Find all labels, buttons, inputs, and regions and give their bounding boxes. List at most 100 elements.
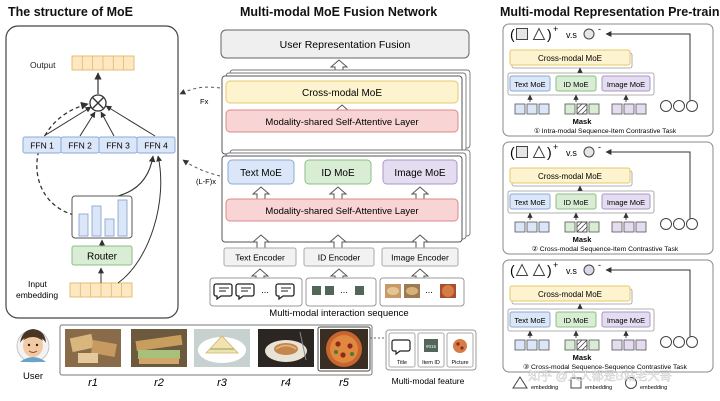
sequence-label: Multi-modal interaction sequence xyxy=(269,308,408,319)
vs-label: v.s xyxy=(566,266,577,276)
item-label-r2: r2 xyxy=(154,377,164,389)
plus-sign: + xyxy=(553,24,558,34)
sequence-token xyxy=(635,339,647,351)
item-embedding-circle xyxy=(673,100,685,112)
loop-arrow xyxy=(605,267,691,342)
fx-label: Fx xyxy=(200,97,209,106)
feature-title-card: Title xyxy=(388,332,416,368)
moe-panel xyxy=(5,25,179,319)
paren-close: ) xyxy=(547,26,552,42)
multimodal-feature-group: Title #015 Item ID Picture xyxy=(385,329,477,371)
image-sequence-tokens: ... xyxy=(379,277,465,307)
svg-text:Text Encoder: Text Encoder xyxy=(235,253,285,263)
user-avatar xyxy=(16,329,50,363)
sequence-token xyxy=(623,221,635,233)
svg-text:Router: Router xyxy=(87,252,118,263)
item-image-r3 xyxy=(194,329,250,367)
anchor-shape-icon xyxy=(515,263,529,276)
mask-label: Mask xyxy=(573,353,593,362)
svg-text:Image Encoder: Image Encoder xyxy=(391,253,449,263)
cross-modal-moe-box xyxy=(509,285,631,302)
id-moe-box: ID MoE xyxy=(304,159,372,185)
image-encoder-box: Image Encoder xyxy=(381,247,459,267)
image-moe-box-label: Image MoE xyxy=(607,316,645,325)
ffn-2: FFN 2 xyxy=(60,136,100,154)
title-pretraining: Multi-modal Representation Pre-training xyxy=(500,5,720,19)
minus-sign: - xyxy=(598,260,601,270)
router-to-ffn4-arrow xyxy=(117,155,156,197)
sequence-token xyxy=(538,103,550,115)
task-caption-1: ① Intra-modal Sequence-Item Contrastive … xyxy=(534,127,677,135)
svg-text:FFN 1: FFN 1 xyxy=(30,141,54,151)
item-embedding-circle xyxy=(686,100,698,112)
id-moe-box xyxy=(555,75,597,92)
anchor-shape-icon xyxy=(516,146,528,158)
legend-label-2: embedding xyxy=(585,385,612,391)
svg-text:ID MoE: ID MoE xyxy=(321,168,355,179)
sequence-token xyxy=(611,103,623,115)
svg-text:FFN 4: FFN 4 xyxy=(144,141,168,151)
input-bypass-arrow xyxy=(117,155,163,284)
task-caption-2: ② Cross-modal Sequence-Item Contrastive … xyxy=(532,245,679,253)
id-moe-box-label: ID MoE xyxy=(563,80,588,89)
ffn3-to-sum xyxy=(100,111,115,137)
task-caption-3: ③ Cross-modal Sequence-Sequence Contrast… xyxy=(523,363,687,371)
item-embedding-circle xyxy=(660,336,672,348)
item-image-r5 xyxy=(320,329,368,369)
sequence-token xyxy=(611,339,623,351)
feature-item-id-card: #015 Item ID xyxy=(417,332,445,368)
moe-input-label-2: embedding xyxy=(16,290,58,300)
lfx-dashed-arrow xyxy=(182,159,221,177)
feature-id-badge: #015 xyxy=(426,344,437,349)
weighted-sum-node xyxy=(89,94,107,112)
user-representation-fusion-box: User Representation Fusion xyxy=(220,29,470,59)
svg-text:Modality-shared Self-Attentive: Modality-shared Self-Attentive Layer xyxy=(265,206,418,217)
svg-text:ID Encoder: ID Encoder xyxy=(318,253,361,263)
cross-modal-moe-label: Cross-modal MoE xyxy=(538,54,602,63)
negative-shape-icon xyxy=(583,264,595,276)
legend-triangle-icon xyxy=(512,376,528,389)
mask-label: Mask xyxy=(573,117,593,126)
id-moe-box-label: ID MoE xyxy=(563,198,588,207)
item-label-r4: r4 xyxy=(281,377,291,389)
vs-label: v.s xyxy=(566,30,577,40)
text-moe-box: Text MoE xyxy=(227,159,295,185)
plus-sign: + xyxy=(553,260,558,270)
feature-item-id-label: Item ID xyxy=(422,360,440,366)
positive-shape-icon xyxy=(532,263,546,276)
item-image-r4 xyxy=(258,329,314,367)
item-r5-highlight xyxy=(317,326,371,372)
plus-sign: + xyxy=(553,142,558,152)
item-label-r1: r1 xyxy=(88,377,98,389)
legend: embedding embedding embedding xyxy=(512,376,667,391)
cross-modal-moe-label: Cross-modal MoE xyxy=(538,172,602,181)
item-label-r3: r3 xyxy=(217,377,228,389)
sequence-token xyxy=(611,221,623,233)
sequence-token xyxy=(526,103,538,115)
moe-output-label: Output xyxy=(30,60,56,70)
cross-modal-moe-box xyxy=(509,167,631,184)
ffn-4: FFN 4 xyxy=(136,136,176,154)
svg-text:...: ... xyxy=(425,285,433,295)
text-moe-box-label: Text MoE xyxy=(514,80,545,89)
sequence-token xyxy=(526,221,538,233)
ffn-3: FFN 3 xyxy=(98,136,138,154)
fx-dashed-arrow xyxy=(179,86,221,95)
feature-picture-label: Picture xyxy=(451,360,468,366)
legend-label-1: embedding xyxy=(531,385,558,391)
feature-title-label: Title xyxy=(397,360,407,366)
title-fusion-network: Multi-modal MoE Fusion Network xyxy=(240,5,437,19)
title-moe-structure: The structure of MoE xyxy=(8,5,133,19)
text-moe-box-label: Text MoE xyxy=(514,316,545,325)
paren-open: ( xyxy=(510,26,515,42)
id-moe-box xyxy=(555,193,597,210)
text-moe-box xyxy=(509,75,551,92)
text-encoder-box: Text Encoder xyxy=(223,247,297,267)
legend-square-icon xyxy=(570,377,582,389)
svg-text:Text MoE: Text MoE xyxy=(240,168,282,179)
sequence-token xyxy=(588,103,600,115)
router-box: Router xyxy=(71,245,133,266)
multimodal-feature-label: Multi-modal feature xyxy=(392,376,465,386)
